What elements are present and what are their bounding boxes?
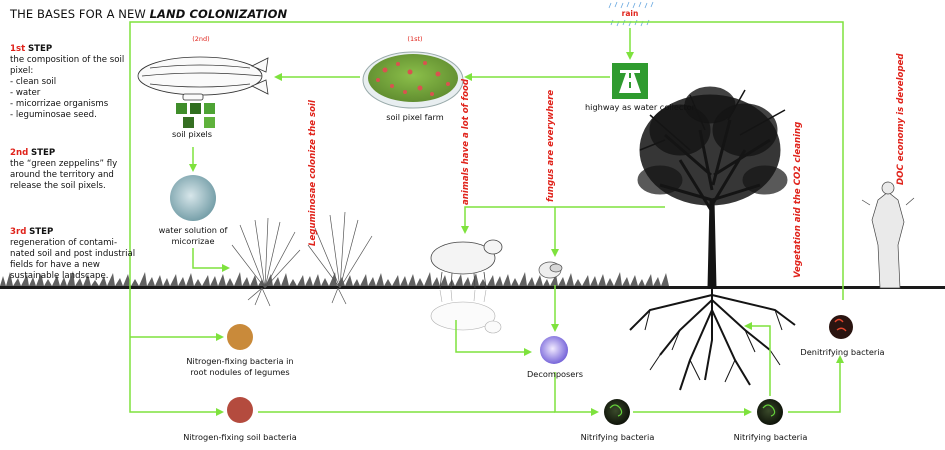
sheep-reflection (430, 289, 502, 334)
nitrogen-soil-bacteria-icon (227, 397, 253, 423)
highway-label: highway as water collector (584, 102, 695, 112)
fungus (538, 261, 563, 279)
step-2-line: around the territory and (10, 170, 114, 180)
tree (637, 86, 788, 289)
page-title: THE BASES FOR A NEW LAND COLONIZATION (10, 7, 287, 21)
step-1-line: - water (10, 88, 41, 98)
statue (861, 181, 915, 289)
nitrifying-bacteria-label-1: Nitrifying bacteria (580, 432, 655, 442)
soil-pixel-cubes (176, 103, 215, 128)
step-2-word: STEP (30, 148, 56, 158)
caption-vegetation: Vegetation aid the CO2 cleaning (793, 121, 803, 278)
step-3-line: regeneration of contami- (10, 238, 118, 248)
sheep (430, 239, 503, 289)
zeppelin (137, 56, 269, 101)
ground-line (0, 286, 945, 289)
soil-pixel-farm-label: soil pixel farm (386, 112, 444, 122)
step-3-number: 3rd (10, 227, 27, 237)
denitrifying-bacteria-icon (829, 315, 853, 339)
soil-pixels-label: soil pixels (171, 129, 213, 139)
nitrogen-nodules-line-2: root nodules of legumes (190, 366, 290, 377)
step-1-line: - clean soil (10, 77, 57, 87)
nitrogen-nodules-icon (227, 324, 253, 350)
decomposers-icon (540, 336, 568, 364)
decomposers-label: Decomposers (527, 369, 583, 379)
nitrifying-bacteria-icon-2 (757, 399, 783, 425)
rain-label: rain (621, 9, 639, 18)
step-3-line: nated soil and post industrial (10, 249, 136, 259)
caption-doc-economy: DOC economy is developed (896, 53, 906, 185)
marker-1st: (1st) (407, 35, 423, 43)
step-1: 1st STEP the composition of the soil pix… (10, 44, 138, 121)
water-solution-ball (170, 175, 216, 221)
caption-leguminosae: Leguminosae colonize the soil (308, 100, 318, 246)
soil-pixel-farm-dish (362, 51, 464, 109)
grass-clump-left (231, 211, 373, 307)
step-2-number: 2nd (10, 148, 29, 158)
grass-strip (0, 271, 945, 286)
flow-arrows (129, 21, 844, 416)
step-1-line: the composition of the soil (10, 55, 125, 65)
step-3-line: fields for have a new (10, 260, 100, 270)
title-prefix: THE BASES FOR A NEW (10, 7, 150, 21)
highway-sign (612, 63, 648, 99)
nitrogen-nodules-line-1: Nitrogen-fixing bacteria in (186, 356, 294, 366)
caption-fungus: fungus are everywhere (546, 89, 556, 202)
step-1-number: 1st (10, 44, 26, 54)
step-3-line: sustainable landscape. (10, 271, 109, 281)
step-2-line: release the soil pixels. (10, 181, 106, 191)
title-emphasis: LAND COLONIZATION (149, 7, 288, 21)
step-2-line: the “green zeppelins” fly (10, 159, 118, 169)
nitrogen-nodules-label: Nitrogen-fixing bacteria in root nodules… (175, 356, 305, 377)
step-2: 2nd STEP the “green zeppelins” fly aroun… (10, 148, 138, 192)
water-solution-label: water solution of micorrizae (143, 225, 243, 246)
step-1-line: - micorrizae organisms (10, 99, 109, 109)
step-1-line: pixel: (10, 66, 34, 76)
step-1-word: STEP (27, 44, 53, 54)
caption-animals: animals have a lot of food (461, 78, 471, 205)
nitrifying-bacteria-icon-1 (604, 399, 630, 425)
denitrifying-bacteria-label: Denitrifying bacteria (800, 347, 885, 357)
water-solution-line-1: water solution of (158, 225, 228, 235)
step-3: 3rd STEP regeneration of contami- nated … (10, 227, 138, 282)
step-1-line: - leguminosae seed. (10, 110, 97, 120)
marker-2nd: (2nd) (192, 35, 210, 43)
nitrogen-soil-bacteria-label: Nitrogen-fixing soil bacteria (183, 432, 297, 442)
step-3-word: STEP (29, 227, 54, 237)
tree-roots (629, 289, 796, 391)
water-solution-line-2: micorrizae (171, 235, 215, 246)
nitrifying-bacteria-label-2: Nitrifying bacteria (733, 432, 808, 442)
